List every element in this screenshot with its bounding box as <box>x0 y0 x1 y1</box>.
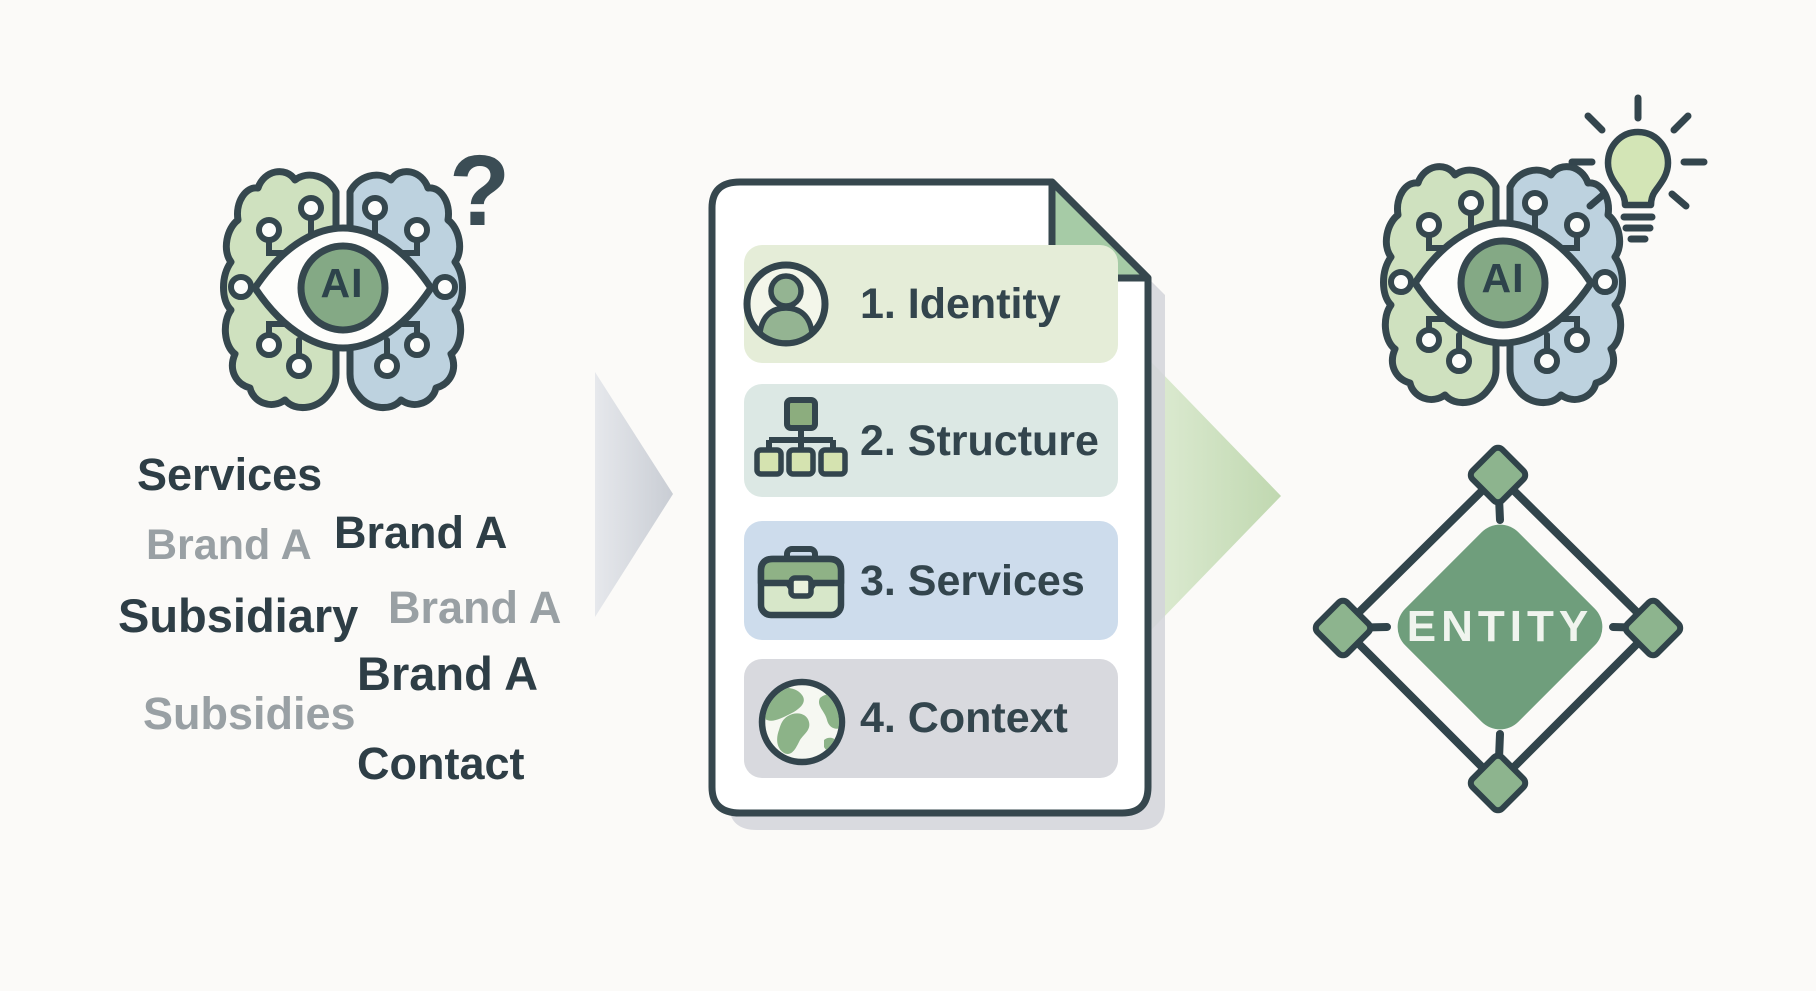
gray-arrow-icon <box>595 372 673 617</box>
document-card <box>708 178 1165 830</box>
entity-diamond <box>1312 444 1684 814</box>
globe-icon <box>758 678 846 766</box>
org-chart-icon <box>754 397 848 477</box>
person-icon <box>743 261 829 347</box>
briefcase-icon <box>757 546 845 619</box>
lightbulb-icon <box>1568 94 1708 243</box>
row-identity-bg <box>744 245 1118 363</box>
ai-brain-eye-icon-result <box>1384 167 1623 403</box>
ai-brain-eye-icon <box>224 172 463 408</box>
row-context-bg <box>744 659 1118 778</box>
green-arrow-icon <box>1128 338 1281 654</box>
corner-node-diamonds <box>1312 444 1684 814</box>
